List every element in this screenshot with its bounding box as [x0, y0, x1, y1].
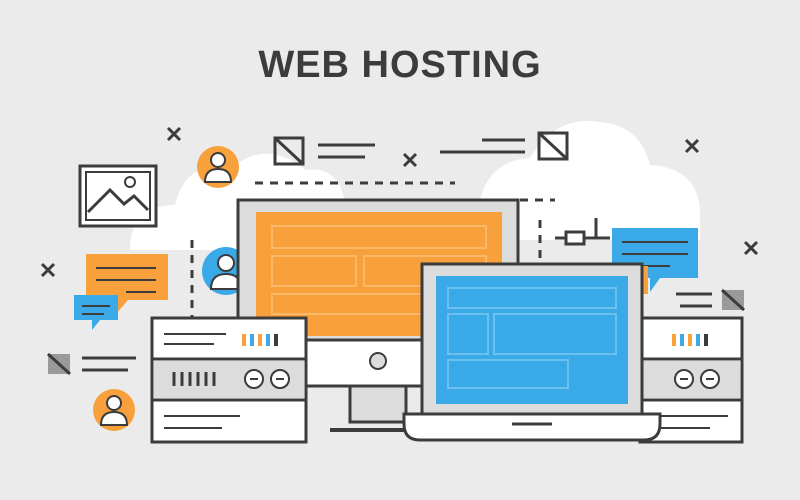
laptop-icon [402, 262, 662, 442]
placeholder-box-icon-small [46, 288, 746, 376]
placeholder-box-icon [273, 131, 569, 166]
image-icon [78, 164, 158, 228]
network-branch [555, 218, 610, 246]
page-title: WEB HOSTING [258, 44, 542, 86]
chat-bubble-icon-blue-small [74, 295, 118, 330]
user-avatar-icon-top [197, 146, 239, 188]
dashed-connectors [190, 181, 555, 318]
server-rack-icon-left [150, 316, 308, 444]
close-cross-icon [40, 126, 759, 278]
user-avatar-icon-bottom [93, 389, 135, 431]
